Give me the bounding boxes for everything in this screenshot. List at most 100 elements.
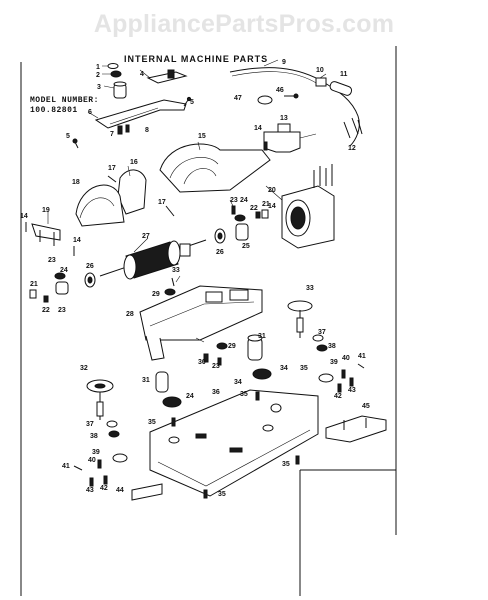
callout-5: 5 [190,99,194,106]
part-4-bracket [146,69,188,84]
part-38-nut-left [108,430,120,438]
callout-25: 25 [242,243,250,250]
callout-29: 29 [228,343,236,350]
callout-10: 10 [316,67,324,74]
part-14-screw-top [263,141,268,151]
callout-33: 33 [172,267,180,274]
part-24-brush-spring [234,214,246,222]
part-35-screw-d [203,489,208,499]
callout-12: 12 [348,145,356,152]
part-17-screw [107,175,117,183]
callout-34: 34 [280,365,288,372]
callout-5: 5 [66,133,70,140]
callout-42: 42 [100,485,108,492]
part-29-clip [164,288,176,296]
part-31-spindle [155,371,169,393]
callout-21: 21 [262,201,270,208]
callout-40: 40 [88,457,96,464]
part-26-bearing [84,272,96,288]
callout-29: 29 [152,291,160,298]
callout-26: 26 [216,249,224,256]
part-13-switch-bracket [263,123,301,153]
part-2-nut [110,70,122,78]
part-17-screw-lower [165,205,175,217]
callout-44: 44 [116,487,124,494]
part-22-brush [255,211,261,219]
part-42-screw-left [103,475,108,485]
callout-1: 1 [96,64,100,71]
callout-43: 43 [348,387,356,394]
part-35-screw-a [171,417,176,427]
callout-11: 11 [340,71,348,78]
part-37-washer-left [106,420,118,428]
part-23-screw [231,205,236,215]
part-40-screw [341,369,346,379]
part-11-plug [329,81,353,96]
callout-47: 47 [234,95,242,102]
callout-40: 40 [342,355,350,362]
callout-23: 23 [48,257,56,264]
part-34-gear [162,396,182,408]
callout-26: 26 [86,263,94,270]
part-39-blade-clamp-left [112,453,128,463]
callout-17: 17 [108,165,116,172]
part-12-lead-wires [343,117,363,139]
part-5-screw-left [72,138,79,149]
part-3-bushing [113,81,127,99]
callout-39: 39 [92,449,100,456]
part-28-gear-housing [139,285,263,361]
part-6-lever-arm [94,99,187,129]
callout-45: 45 [362,403,370,410]
callout-35: 35 [240,391,248,398]
callout-14: 14 [20,213,28,220]
part-24-brush-spring-left [54,272,66,280]
part-21-brush-cap [261,209,269,219]
part-15-motor-housing-cover [159,143,271,193]
callout-24: 24 [186,393,194,400]
callout-37: 37 [318,329,326,336]
callout-24: 24 [240,197,248,204]
part-37-washer [312,334,324,342]
part-19-mounting-bracket [31,223,61,246]
callout-4: 4 [140,71,144,78]
callout-14: 14 [268,203,276,210]
callout-6: 6 [88,109,92,116]
part-7-pin [117,125,123,135]
part-33-screw-small [171,277,175,287]
callout-9: 9 [282,59,286,66]
part-18-belt-guard [75,184,125,227]
part-47-connector [257,95,273,105]
callout-27: 27 [142,233,150,240]
part-26-bearing-right [214,228,226,244]
callout-35: 35 [218,491,226,498]
model-number-label: MODEL NUMBER: [30,96,99,105]
part-5-screw [183,96,192,107]
callout-8: 8 [145,127,149,134]
callout-3: 3 [97,84,101,91]
part-35-screw-b [255,391,260,401]
part-8-pin [125,124,130,133]
callout-23: 23 [230,197,238,204]
part-31-spindle-housing [247,334,263,361]
part-41-pin [357,363,365,369]
part-20-motor-field-winding [281,164,335,249]
callout-46: 46 [276,87,284,94]
model-number-value: 100.82801 [30,106,78,115]
part-43-screw-left [89,477,94,487]
callout-18: 18 [72,179,80,186]
part-22-brush-left [43,295,49,303]
part-38-nut [316,344,328,352]
part-44-plate [131,483,163,501]
callout-20: 20 [268,187,276,194]
callout-36: 36 [212,389,220,396]
callout-43: 43 [86,487,94,494]
part-46-wire-nut [284,93,299,99]
callout-7: 7 [110,131,114,138]
part-1-washer [107,63,119,69]
callout-24: 24 [60,267,68,274]
callout-35: 35 [148,419,156,426]
callout-34: 34 [234,379,242,386]
callout-28: 28 [126,311,134,318]
callout-17: 17 [158,199,166,206]
